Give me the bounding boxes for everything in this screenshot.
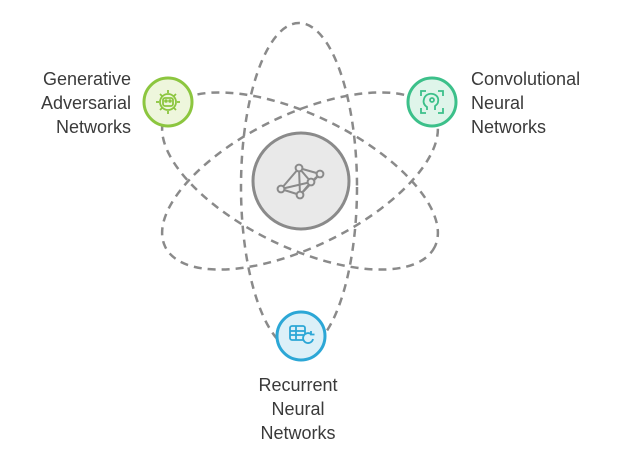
cnn-label-line: Networks (471, 117, 547, 137)
rnn-label-line: Networks (260, 423, 336, 443)
rnn-node (275, 310, 327, 362)
gan-node (142, 76, 194, 128)
gan-label-line: Adversarial (40, 93, 131, 113)
cnn-node (406, 76, 458, 128)
rnn-label-line: Recurrent (258, 375, 338, 395)
robot-gear-icon (156, 90, 180, 114)
rnn-label: Recurrent Neural Networks (198, 373, 398, 445)
loop-list-icon (289, 325, 315, 344)
gan-label-line: Networks (55, 117, 131, 137)
neural-network-icon (276, 163, 325, 200)
cnn-label-line: Convolutional (471, 69, 581, 89)
gan-label-line: Generative (42, 69, 131, 89)
cnn-label: Convolutional Neural Networks (471, 67, 580, 139)
scan-head-icon (420, 90, 444, 114)
cnn-label-line: Neural (471, 93, 525, 113)
center-node (251, 131, 351, 231)
rnn-label-line: Neural (271, 399, 325, 419)
gan-label: Generative Adversarial Networks (41, 67, 131, 139)
